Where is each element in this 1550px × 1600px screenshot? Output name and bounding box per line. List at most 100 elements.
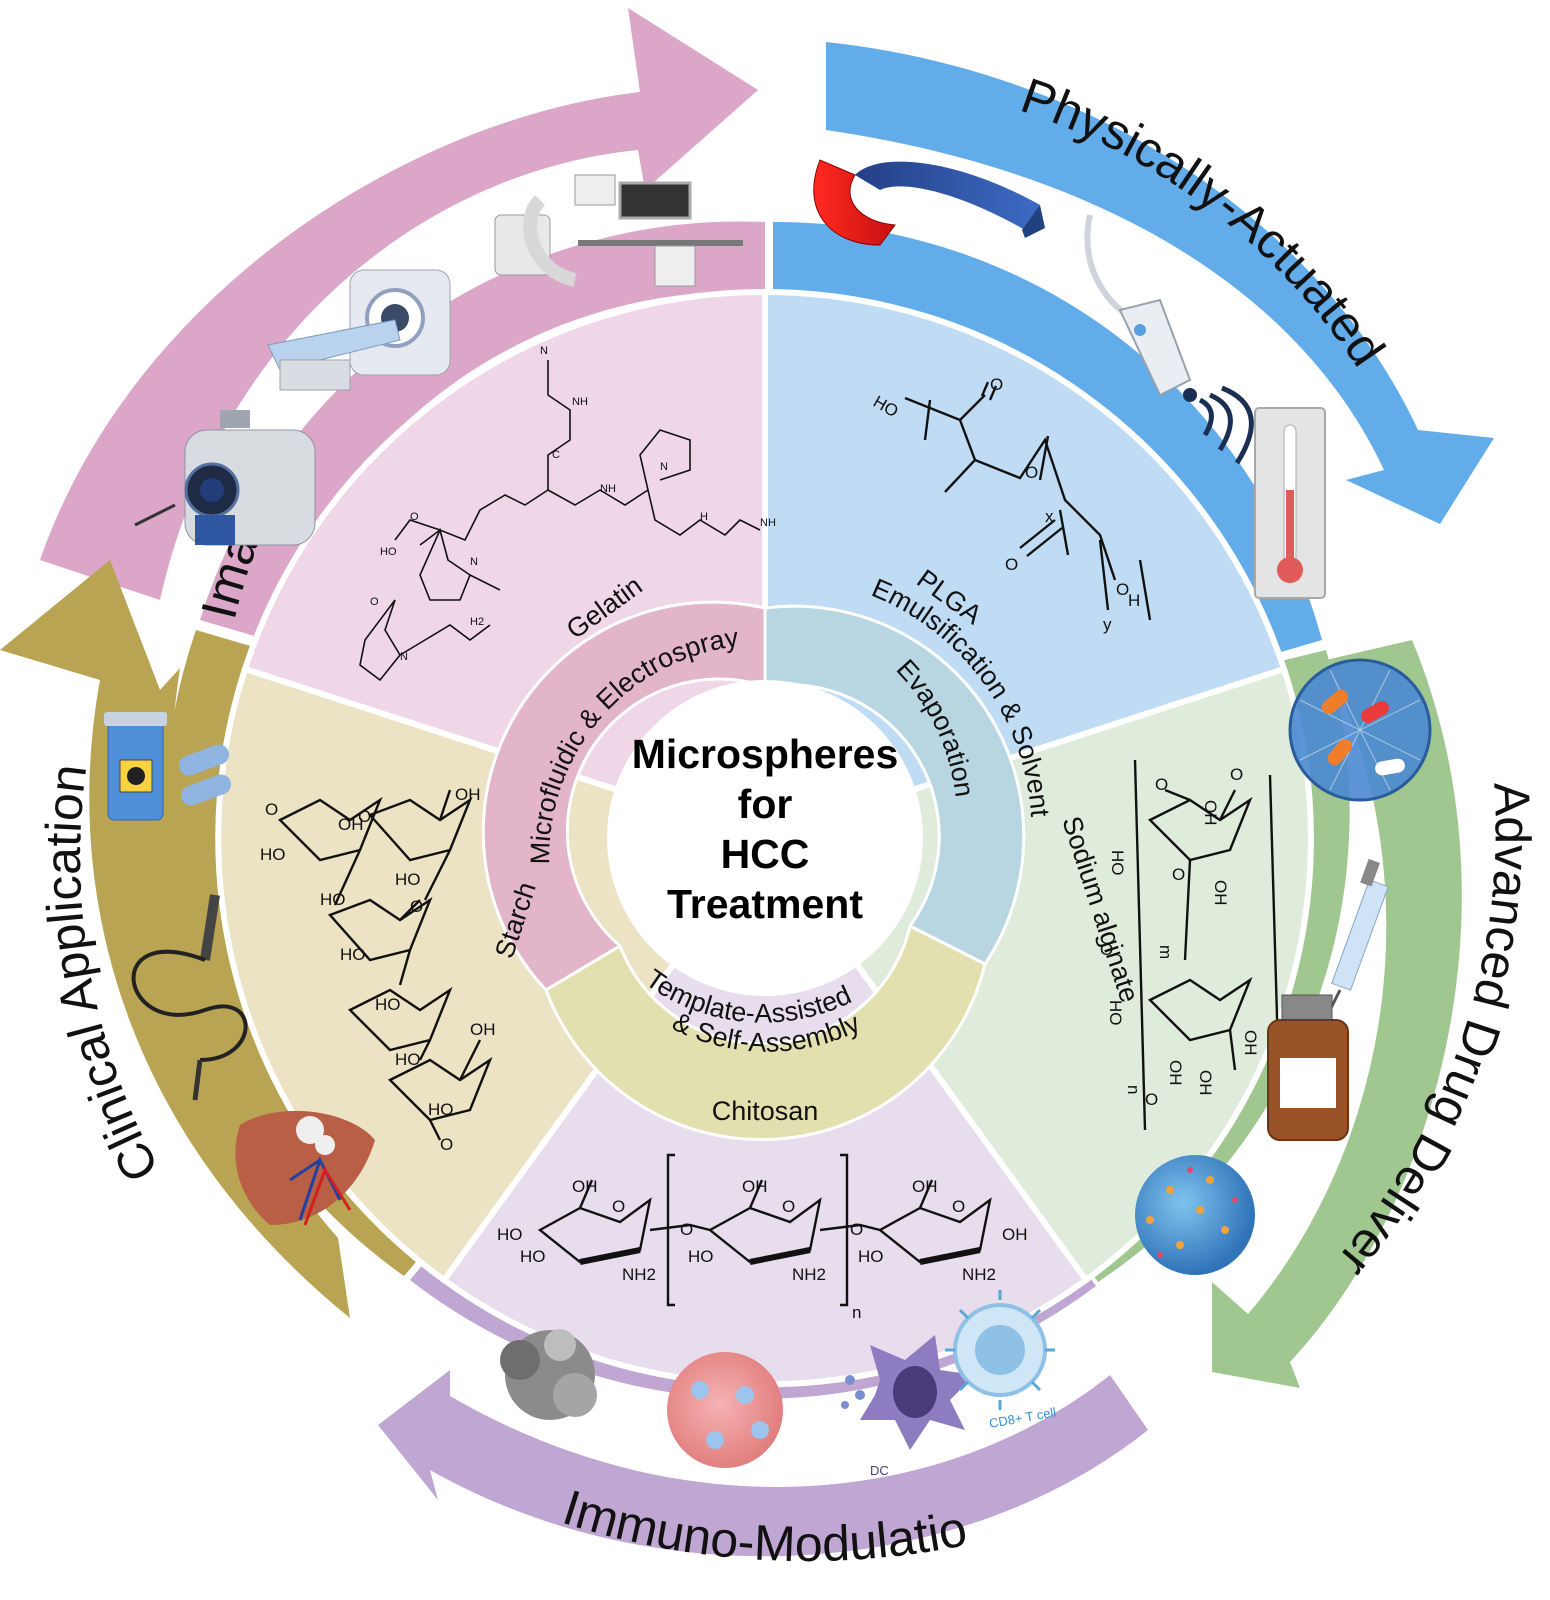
- starch-oh-3: OH: [470, 1020, 496, 1039]
- plga-o-4: O: [1116, 580, 1129, 599]
- gelatin-n-3: N: [470, 556, 478, 568]
- chitosan-oh-3: OH: [912, 1177, 938, 1196]
- gelatin-o-1: O: [410, 511, 419, 523]
- chitosan-ho-2: HO: [520, 1247, 546, 1266]
- alginate-o-3: O: [1230, 765, 1243, 784]
- starch-oh-1: OH: [338, 815, 364, 834]
- horseshoe-magnet-icon: [813, 159, 1045, 246]
- thermometer-icon: [1254, 407, 1326, 599]
- starch-o-4: O: [440, 1135, 453, 1154]
- chitosan-nh2-1: NH2: [622, 1265, 656, 1284]
- chitosan-nh2-3: NH2: [962, 1265, 996, 1284]
- imaging-arrow: [40, 8, 758, 600]
- liver-icon: [235, 1110, 375, 1226]
- gelatin-nh-1: NH: [572, 396, 588, 408]
- plga-o-3: O: [1005, 555, 1018, 574]
- alginate-oh-3: OH: [1166, 1060, 1185, 1086]
- starch-ho-2: HO: [395, 870, 421, 889]
- plga-h: H: [1128, 591, 1140, 610]
- dendritic-cell-icon: DC: [841, 1335, 975, 1478]
- alginate-o-2: O: [1172, 865, 1185, 884]
- method-segment-template: [544, 923, 987, 1142]
- chitosan-oh-1: OH: [572, 1177, 598, 1196]
- plga-o-2: O: [1025, 463, 1038, 482]
- starch-ho-3: HO: [320, 890, 346, 909]
- t-cell-icon: CD8+ T cell: [945, 1290, 1057, 1431]
- ring-segment-imaging: [200, 221, 765, 640]
- starch-ho-6: HO: [395, 1050, 421, 1069]
- alginate-n: n: [1124, 1085, 1143, 1094]
- ring-segment-physical: [773, 221, 1322, 660]
- syringe-icon: [1328, 858, 1389, 1011]
- chitosan-o-3: O: [952, 1197, 965, 1216]
- chitosan-nh2-2: NH2: [792, 1265, 826, 1284]
- starch-ho-5: HO: [375, 995, 401, 1014]
- starch-o-3: O: [410, 897, 423, 916]
- chitosan-ho-4: HO: [858, 1247, 884, 1266]
- tumor-cell-cluster-icon: [667, 1352, 783, 1468]
- gelatin-nh-2: NH: [600, 483, 616, 495]
- gelatin-ho-1: HO: [380, 546, 397, 558]
- center-line-4: Treatment: [667, 881, 863, 927]
- ultrasound-probe-icon: [1084, 214, 1254, 465]
- chitosan-structure: OH OH OH HO HO HO HO NH2 NH2 NH2 O O O O…: [497, 1153, 1028, 1322]
- starch-ho-4: HO: [340, 945, 366, 964]
- medicine-vial-icon: [1267, 994, 1349, 1141]
- alginate-oh-4: OH: [1196, 1070, 1215, 1096]
- gelatin-h-1: H: [700, 511, 708, 523]
- chitosan-o-2: O: [782, 1197, 795, 1216]
- chitosan-n: n: [852, 1303, 861, 1322]
- endoscope-icon: [131, 894, 248, 1101]
- alginate-oh-1: OH: [1201, 800, 1220, 826]
- method-segment-emulsification: [763, 604, 1026, 966]
- drug-capsule-network-icon: [1288, 658, 1432, 802]
- gelatin-h2-1: H2: [470, 616, 484, 628]
- alginate-o-5: O: [1145, 1090, 1158, 1109]
- material-label-chitosan: Chitosan: [712, 1096, 819, 1126]
- alginate-o-1: O: [1155, 775, 1168, 794]
- outer-arrows: [0, 8, 1494, 1557]
- immuno-modulation-arrow: [378, 1370, 1148, 1557]
- gelatin-n-2: N: [660, 461, 668, 473]
- pill-icon: [178, 744, 232, 806]
- plga-o-1: O: [990, 375, 1003, 394]
- starch-o-1: O: [265, 800, 278, 819]
- gelatin-nh-3: NH: [760, 517, 776, 529]
- center-title: Microspheres for HCC Treatment: [632, 731, 899, 927]
- mri-scanner-icon: [134, 410, 316, 546]
- alginate-ho-2: HO: [1106, 1000, 1125, 1026]
- advanced-drug-delivery-arrow: [1212, 640, 1462, 1388]
- method-segment-microfluidic: [481, 600, 767, 992]
- c-arm-icon: [494, 174, 743, 287]
- chitosan-oh-4: OH: [1002, 1225, 1028, 1244]
- alginate-o-4: O: [1100, 940, 1113, 959]
- starch-structure: O HO OH OH O HO HO O HO HO OH HO HO O: [260, 785, 496, 1154]
- center-line-1: Microspheres: [632, 731, 899, 777]
- starch-oh-2: OH: [455, 785, 481, 804]
- tumor-cell-cluster-icon: [500, 1329, 597, 1420]
- gelatin-structure: N NH C NH N H NH O HO N O N H2: [359, 345, 776, 682]
- center-circle: [607, 680, 923, 996]
- gelatin-n-4: N: [400, 651, 408, 663]
- gelatin-o-2: O: [370, 596, 379, 608]
- chitosan-ho-1: HO: [497, 1225, 523, 1244]
- chitosan-o-1: O: [612, 1197, 625, 1216]
- alginate-oh-2: OH: [1211, 880, 1230, 906]
- clinical-applications-arrow: [0, 560, 350, 1318]
- starch-o-2: O: [358, 807, 371, 826]
- dc-label: DC: [870, 1463, 889, 1478]
- chitosan-oh-2: OH: [742, 1177, 768, 1196]
- starch-ho-1: HO: [260, 845, 286, 864]
- alginate-m: m: [1156, 945, 1175, 959]
- radioactive-bottle-icon: [104, 712, 167, 821]
- alginate-oh-5: OH: [1241, 1030, 1260, 1056]
- center-line-3: HCC: [721, 831, 810, 877]
- starch-ho-7: HO: [428, 1100, 454, 1119]
- method-ring: [481, 600, 1026, 1142]
- chitosan-o-5: O: [850, 1220, 863, 1239]
- nanoparticle-icon: [1135, 1155, 1255, 1275]
- alginate-ho-1: HO: [1108, 850, 1127, 876]
- physically-actuated-arrow: [826, 42, 1494, 524]
- plga-y: y: [1103, 615, 1112, 634]
